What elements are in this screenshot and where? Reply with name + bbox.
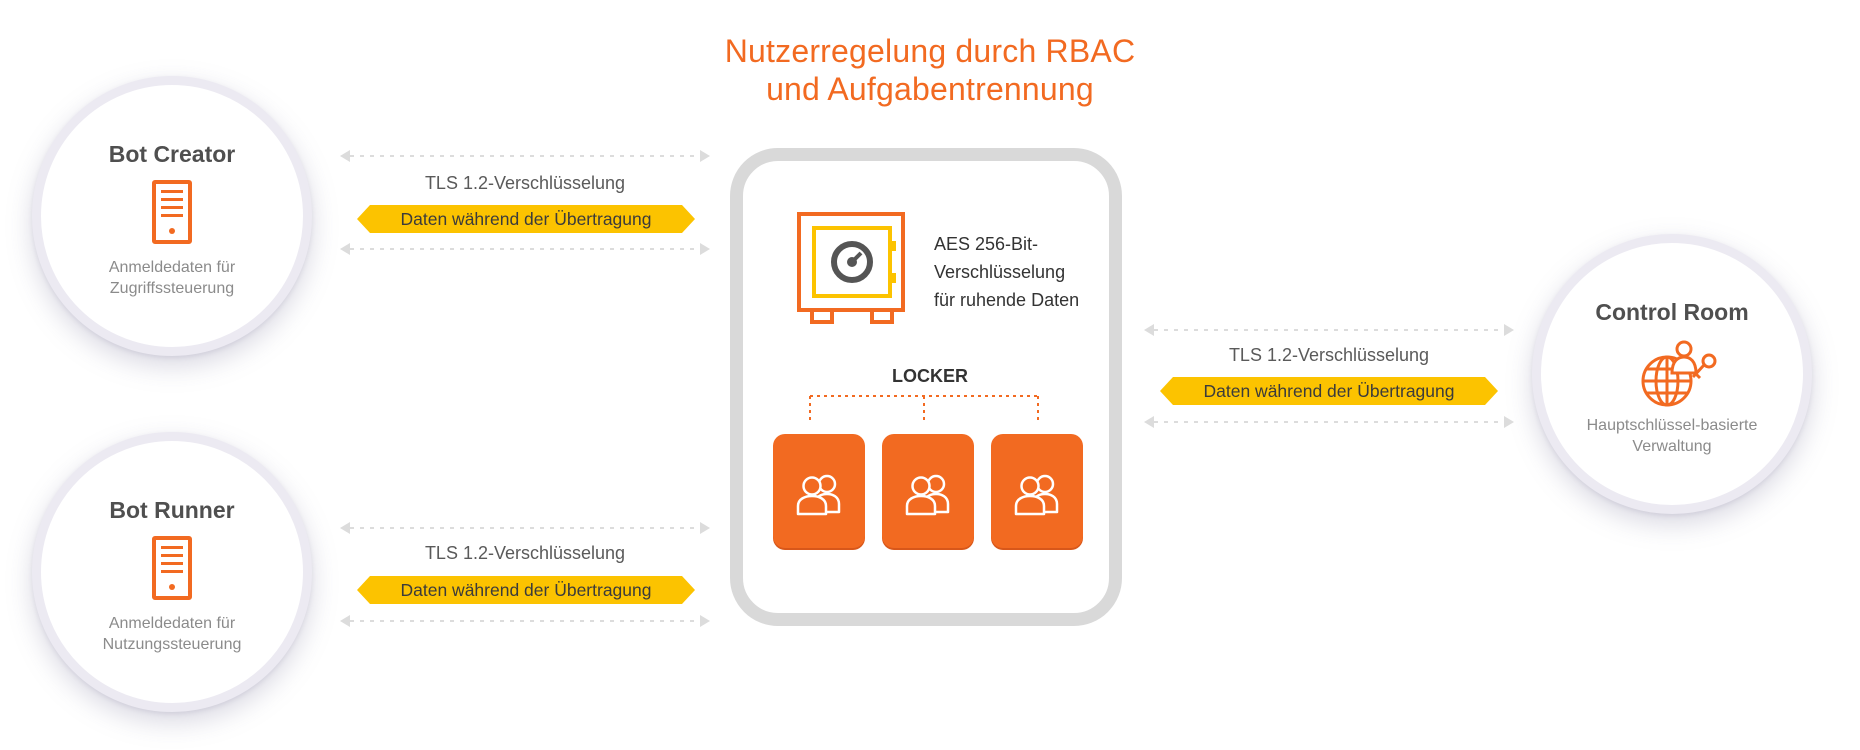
control-room-title: Control Room bbox=[1595, 299, 1749, 325]
bot-runner-node: Bot Runner Anmeldedaten für Nutzungssteu… bbox=[32, 432, 312, 712]
user-group-icon bbox=[1014, 474, 1059, 516]
locker-item-1 bbox=[773, 434, 865, 548]
control-room-data-ribbon: Daten während der Übertragung bbox=[1160, 377, 1498, 405]
bot-creator-title: Bot Creator bbox=[108, 141, 236, 167]
creator-protocol: TLS 1.2-Verschlüsselung bbox=[424, 173, 626, 193]
creator-arrow-top bbox=[340, 150, 710, 162]
aes-encryption-text: AES 256-Bit- Verschlüsselung für ruhende… bbox=[934, 234, 1080, 310]
creator-data-ribbon: Daten während der Übertragung bbox=[357, 205, 695, 233]
safe-icon bbox=[797, 212, 905, 324]
server-icon bbox=[152, 180, 192, 244]
user-group-icon bbox=[796, 474, 841, 516]
control-room-arrow-top bbox=[1144, 324, 1514, 336]
control-room-node: Control Room Hauptschlüssel-basierte Ver… bbox=[1532, 234, 1812, 514]
control-room-subtitle: Hauptschlüssel-basierte Verwaltung bbox=[1586, 417, 1758, 455]
runner-protocol: TLS 1.2-Verschlüsselung bbox=[424, 543, 626, 563]
bot-runner-subtitle: Anmeldedaten für Nutzungssteuerung bbox=[102, 615, 242, 653]
title-line-1: Nutzerregelung durch RBAC bbox=[724, 33, 1136, 69]
bot-creator-node: Bot Creator Anmeldedaten für Zugriffsste… bbox=[32, 76, 312, 356]
locker-connector bbox=[809, 395, 1039, 422]
title-line-2: und Aufgabentrennung bbox=[766, 71, 1094, 107]
control-room-protocol: TLS 1.2-Verschlüsselung bbox=[1228, 345, 1430, 365]
creator-arrow-bottom bbox=[340, 243, 710, 255]
locker-label: LOCKER bbox=[892, 366, 968, 386]
control-room-arrow-bottom bbox=[1144, 416, 1514, 428]
runner-data-ribbon: Daten während der Übertragung bbox=[357, 576, 695, 604]
user-group-icon bbox=[905, 474, 950, 516]
runner-arrow-top bbox=[340, 522, 710, 534]
bot-creator-subtitle: Anmeldedaten für Zugriffssteuerung bbox=[108, 259, 236, 297]
locker-item-3 bbox=[991, 434, 1083, 548]
locker-item-2 bbox=[882, 434, 974, 548]
globe-user-key-icon bbox=[1641, 340, 1717, 407]
server-icon bbox=[152, 536, 192, 600]
diagram-title: Nutzerregelung durch RBAC und Aufgabentr… bbox=[560, 32, 1300, 108]
locker-vault bbox=[730, 148, 1122, 626]
runner-arrow-bottom bbox=[340, 615, 710, 627]
bot-runner-title: Bot Runner bbox=[109, 497, 235, 523]
